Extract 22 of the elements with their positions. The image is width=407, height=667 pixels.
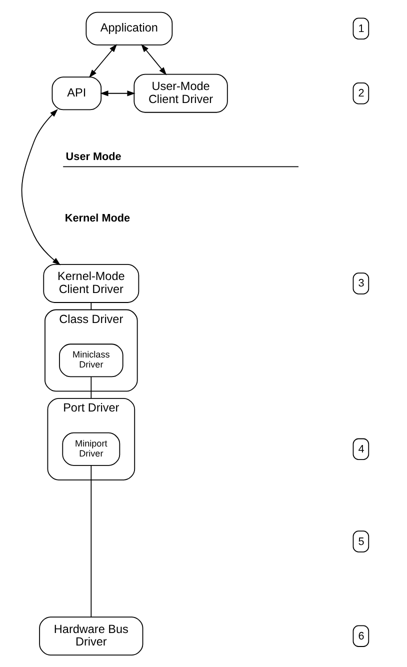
node-box: User-Mode Client Driver [134, 74, 228, 113]
connector [90, 465, 92, 618]
label: 2 [358, 88, 364, 100]
connector [90, 376, 92, 399]
arrow [88, 44, 118, 78]
node-box: Hardware Bus Driver [39, 616, 144, 656]
label: User Mode [66, 151, 122, 163]
label: Kernel Mode [64, 212, 130, 225]
node-box: Miniclass Driver [59, 344, 124, 378]
arrow [100, 90, 136, 96]
node-box: Kernel-Mode Client Driver [43, 264, 140, 303]
label: 6 [358, 630, 364, 642]
label: 5 [358, 536, 364, 548]
node-box: Application [86, 12, 173, 46]
label: 4 [358, 443, 364, 456]
arrow [141, 44, 167, 76]
node-box: API [52, 76, 102, 110]
label: 3 [358, 278, 364, 290]
label: 1 [358, 22, 364, 35]
connector [90, 302, 92, 310]
arrow [21, 109, 61, 266]
node-box: Miniport Driver [62, 432, 120, 466]
